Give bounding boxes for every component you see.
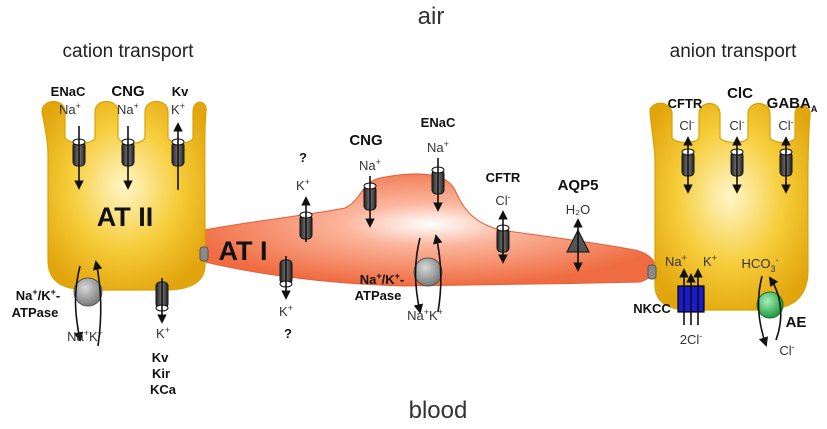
at1-h2o-label: H₂O	[566, 202, 591, 217]
at1-cftr-channel	[496, 210, 510, 264]
at1-cng-channel	[363, 176, 377, 228]
air-label: air	[418, 3, 445, 30]
nkcc-cotransporter	[677, 268, 705, 325]
ae-cl-ion: Cl-	[779, 342, 794, 358]
anion-transport-title: anion transport	[670, 41, 797, 62]
anion-clc-label: ClC	[727, 85, 753, 102]
at2-basal-kca: KCa	[150, 382, 177, 397]
at1-aqp5-label: AQP5	[558, 177, 599, 194]
at2-label: AT II	[97, 202, 154, 232]
at2-basal-k-ion: K+	[156, 325, 170, 341]
at2-basal-kir: Kir	[152, 366, 170, 381]
at1-k-ion-top: K+	[296, 177, 310, 193]
at1-pump-ions: Na+K+	[407, 307, 443, 323]
ae-hco3-ion: HCO3-	[742, 255, 779, 274]
at2-pump-label-atpase: ATPase	[12, 305, 59, 320]
at2-cng-channel	[121, 126, 135, 190]
ae-exchanger	[756, 275, 784, 347]
at2-na-ion-1: Na+	[59, 101, 81, 117]
anion-cell	[649, 102, 811, 311]
ae-label: AE	[786, 314, 807, 331]
at1-unknown-bottom: ?	[284, 326, 292, 341]
at1-na-k-atpase	[413, 234, 443, 314]
at1-label: AT I	[219, 236, 268, 266]
at2-kv-label: Kv	[172, 84, 189, 99]
at2-k-ion: K+	[171, 101, 185, 117]
at1-cng-label: CNG	[349, 132, 382, 149]
at2-na-ion-2: Na+	[117, 101, 139, 117]
at1-pump-label: Na+/K+-	[360, 271, 405, 287]
at1-enac-channel	[431, 158, 445, 212]
at2-basal-k-channel	[155, 278, 169, 324]
tight-junction-right	[647, 264, 657, 280]
at1-pump-label-atpase: ATPase	[355, 288, 402, 303]
at2-basal-kv: Kv	[152, 350, 169, 365]
at2-pump-ions: Na+K+	[67, 328, 103, 344]
anion-gaba-label: GABAA	[767, 95, 818, 114]
nkcc-na-ion: Na+	[665, 253, 687, 269]
anion-cftr-channel	[681, 136, 695, 194]
anion-clc-channel	[730, 136, 744, 194]
at1-k-channel-basal	[279, 256, 293, 300]
at1-k-channel-apical	[299, 196, 313, 242]
at2-pump-label: Na+/K+-	[16, 287, 61, 303]
at1-unknown-top: ?	[299, 150, 307, 165]
at1-cftr-label: CFTR	[486, 170, 521, 185]
at1-cftr-cl-ion: Cl-	[495, 192, 510, 208]
at2-enac-label: ENaC	[51, 84, 86, 99]
nkcc-k-ion: K+	[703, 253, 717, 269]
blood-label: blood	[409, 397, 468, 424]
anion-cl-ion-1: Cl-	[679, 117, 694, 133]
at2-na-k-atpase	[73, 260, 103, 347]
at2-cell	[41, 100, 207, 291]
cation-transport-title: cation transport	[63, 41, 195, 62]
anion-cftr-label: CFTR	[668, 96, 703, 111]
at1-k-ion-bottom: K+	[279, 303, 293, 319]
at1-aqp5-channel	[566, 218, 590, 272]
at1-enac-label: ENaC	[421, 115, 456, 130]
tight-junction-left	[199, 246, 209, 262]
anion-cl-ion-3: Cl-	[778, 117, 793, 133]
nkcc-2cl-ion: 2Cl-	[680, 331, 703, 347]
at1-cng-na-ion: Na+	[359, 157, 381, 173]
at2-enac-channel	[72, 126, 86, 190]
at2-kv-channel	[171, 122, 185, 190]
at1-enac-na-ion: Na+	[427, 139, 449, 155]
nkcc-label: NKCC	[633, 301, 671, 316]
at2-cng-label: CNG	[111, 83, 144, 100]
anion-gaba-channel	[779, 136, 793, 194]
anion-cl-ion-2: Cl-	[729, 117, 744, 133]
